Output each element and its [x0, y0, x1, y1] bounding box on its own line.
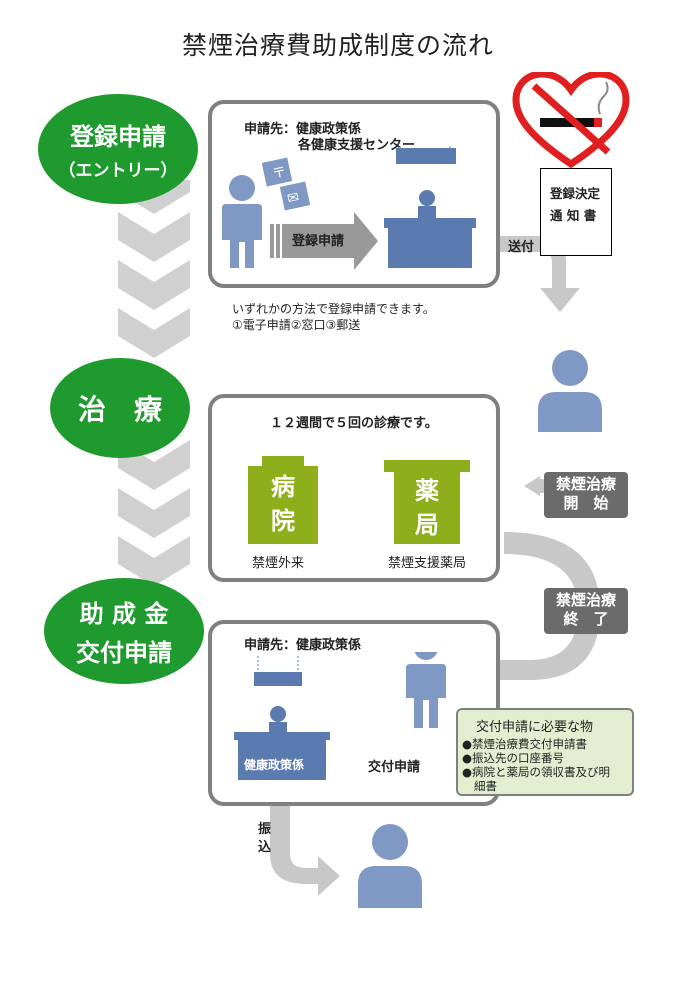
requirement-item: ●振込先の口座番号	[462, 751, 565, 765]
requirement-item: ●病院と薬局の領収書及び明	[462, 765, 611, 779]
start-badge-line2: 開 始	[563, 494, 609, 512]
requirements-note: 交付申請に必要な物 ●禁煙治療費交付申請書 ●振込先の口座番号 ●病院と薬局の領…	[456, 708, 634, 796]
svg-text:〒: 〒	[271, 164, 288, 183]
registration-destination-centers: 各健康支援センター	[298, 138, 416, 153]
registration-methods-line2: ①電子申請②窓口③郵送	[232, 318, 361, 332]
pharmacy-sign-char2: 局	[415, 511, 439, 539]
notice-line2: 通 知 書	[550, 208, 597, 223]
start-badge: 禁煙治療 開 始	[544, 472, 628, 518]
transfer-label-char2: 込	[258, 840, 272, 855]
treatment-heading: １２週間で５回の診療です。	[270, 416, 438, 431]
requirement-item: 細書	[474, 779, 497, 793]
hospital-sign: 病 院	[248, 466, 318, 544]
person-icon	[406, 652, 446, 728]
chevron-column	[118, 180, 190, 586]
person-icon	[358, 824, 422, 908]
stage-registration-sub: （エントリー）	[58, 161, 178, 181]
service-counter-icon	[384, 146, 476, 268]
registration-destination: 申請先：健康政策係	[244, 122, 362, 137]
stage-treatment: 治 療	[50, 358, 190, 458]
start-arrow-head	[524, 476, 540, 496]
hospital-sign-char1: 病	[271, 473, 295, 501]
service-counter-icon	[234, 656, 330, 780]
application-method-icons: 〒 ✉	[261, 157, 311, 211]
stage-treatment-title: 治 療	[77, 393, 162, 426]
stage-subsidy: 助 成 金 交付申請	[44, 578, 204, 684]
end-arrow	[462, 532, 600, 692]
hospital-roof	[262, 456, 304, 466]
transfer-arrow	[270, 792, 340, 896]
subsidy-scene	[234, 652, 446, 780]
hospital-caption: 禁煙外来	[252, 556, 305, 571]
notice-line1: 登録決定	[550, 186, 601, 201]
end-badge-line1: 禁煙治療	[555, 591, 616, 609]
register-arrow-label: 登録申請	[292, 234, 345, 249]
registration-methods-line1: いずれかの方法で登録申請できます。	[232, 302, 435, 316]
requirements-title: 交付申請に必要な物	[476, 720, 594, 735]
registration-notice: 登録決定 通 知 書	[540, 168, 612, 256]
stage-registration: 登録申請 （エントリー）	[38, 94, 198, 204]
send-label: 送付	[508, 240, 535, 255]
start-badge-line1: 禁煙治療	[555, 475, 616, 493]
svg-text:✉: ✉	[286, 189, 301, 207]
stage-subsidy-sub: 交付申請	[76, 639, 172, 667]
pharmacy-sign: 薬 局	[394, 472, 460, 544]
no-smoking-icon	[512, 72, 630, 168]
pharmacy-roof	[384, 460, 470, 472]
person-icon	[222, 175, 262, 268]
transfer-label-char1: 振	[258, 822, 272, 837]
page-title: 禁煙治療費助成制度の流れ	[181, 31, 494, 60]
counter-label: 健康政策係	[244, 758, 305, 772]
hospital-sign-char2: 院	[271, 507, 295, 535]
requirement-item: ●禁煙治療費交付申請書	[462, 737, 588, 751]
stage-registration-title: 登録申請	[70, 123, 166, 151]
apply-arrow-label: 交付申請	[368, 760, 421, 775]
pharmacy-caption: 禁煙支援薬局	[388, 556, 467, 571]
person-icon	[538, 350, 602, 432]
end-badge-line2: 終 了	[563, 610, 609, 628]
stage-subsidy-title: 助 成 金	[79, 600, 169, 628]
end-badge: 禁煙治療 終 了	[544, 588, 628, 634]
registration-scene: 〒 ✉	[222, 146, 476, 270]
register-arrow	[282, 212, 378, 270]
pharmacy-sign-char1: 薬	[415, 477, 439, 505]
subsidy-destination: 申請先：健康政策係	[244, 638, 362, 653]
